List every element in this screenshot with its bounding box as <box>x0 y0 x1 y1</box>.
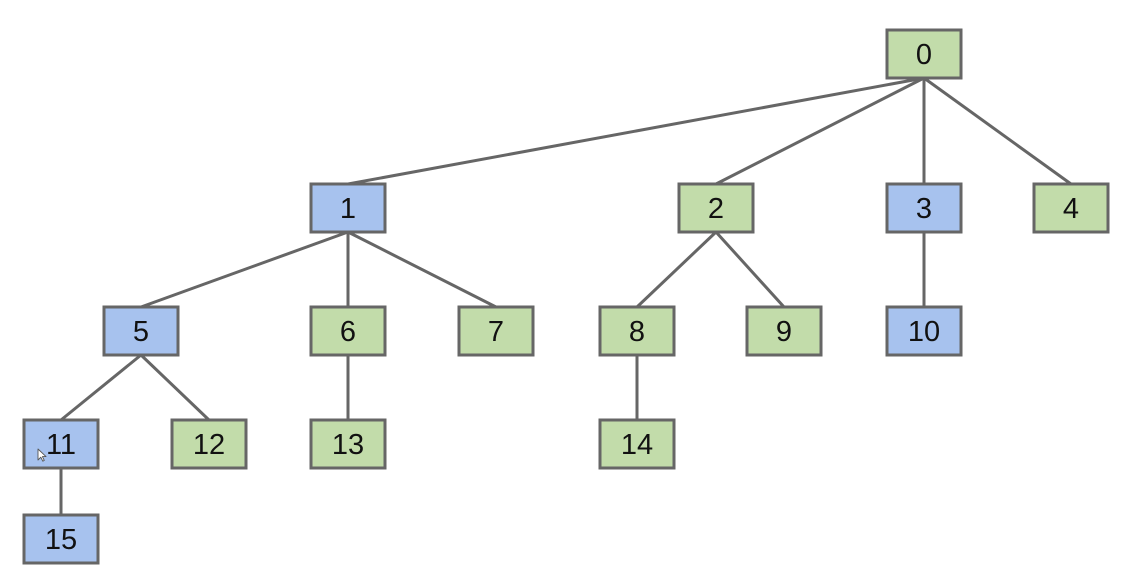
node-label-13: 13 <box>332 429 364 461</box>
node-box-7 <box>457 305 535 357</box>
node-label-12: 12 <box>193 429 225 461</box>
edge-1-7 <box>347 230 497 309</box>
node-9: 9 <box>745 305 823 357</box>
node-10: 10 <box>885 305 963 357</box>
edge-0-1 <box>347 76 925 186</box>
node-box-4 <box>1032 182 1110 234</box>
edge-5-11 <box>60 353 142 422</box>
node-box-11 <box>22 418 100 470</box>
node-label-7: 7 <box>488 316 504 348</box>
node-box-10 <box>885 305 963 357</box>
node-13: 13 <box>309 418 387 470</box>
node-15: 15 <box>22 513 100 565</box>
node-box-14 <box>598 418 676 470</box>
node-box-0 <box>885 28 963 80</box>
node-label-5: 5 <box>133 316 149 348</box>
edge-2-9 <box>714 230 786 309</box>
edge-2-8 <box>635 230 718 309</box>
node-12: 12 <box>170 418 248 470</box>
node-2: 2 <box>677 182 755 234</box>
node-4: 4 <box>1032 182 1110 234</box>
node-box-12 <box>170 418 248 470</box>
node-11: 11 <box>22 418 100 470</box>
edge-5-12 <box>139 353 211 422</box>
node-box-9 <box>745 305 823 357</box>
edge-1-5 <box>140 230 349 309</box>
node-label-11: 11 <box>46 429 76 461</box>
node-5: 5 <box>102 305 180 357</box>
node-label-14: 14 <box>621 429 653 461</box>
node-6: 6 <box>309 305 387 357</box>
node-box-1 <box>309 182 387 234</box>
edge-0-4 <box>923 76 1072 186</box>
node-box-6 <box>309 305 387 357</box>
edges-layer <box>59 76 1072 515</box>
mouse-pointer-icon <box>37 448 47 462</box>
node-label-10: 10 <box>908 316 940 348</box>
node-box-5 <box>102 305 180 357</box>
node-label-15: 15 <box>45 524 77 556</box>
node-box-8 <box>598 305 676 357</box>
node-8: 8 <box>598 305 676 357</box>
node-1: 1 <box>309 182 387 234</box>
node-label-0: 0 <box>916 39 932 71</box>
node-box-2 <box>677 182 755 234</box>
node-label-2: 2 <box>708 193 724 225</box>
node-3: 3 <box>885 182 963 234</box>
node-7: 7 <box>457 305 535 357</box>
node-label-8: 8 <box>629 316 645 348</box>
node-0: 0 <box>885 28 963 80</box>
node-box-3 <box>885 182 963 234</box>
node-label-1: 1 <box>340 193 356 225</box>
node-14: 14 <box>598 418 676 470</box>
node-label-4: 4 <box>1063 193 1079 225</box>
edge-0-2 <box>715 76 925 186</box>
node-label-3: 3 <box>916 193 932 225</box>
node-box-15 <box>22 513 100 565</box>
node-label-9: 9 <box>776 316 792 348</box>
node-box-13 <box>309 418 387 470</box>
node-label-6: 6 <box>340 316 356 348</box>
